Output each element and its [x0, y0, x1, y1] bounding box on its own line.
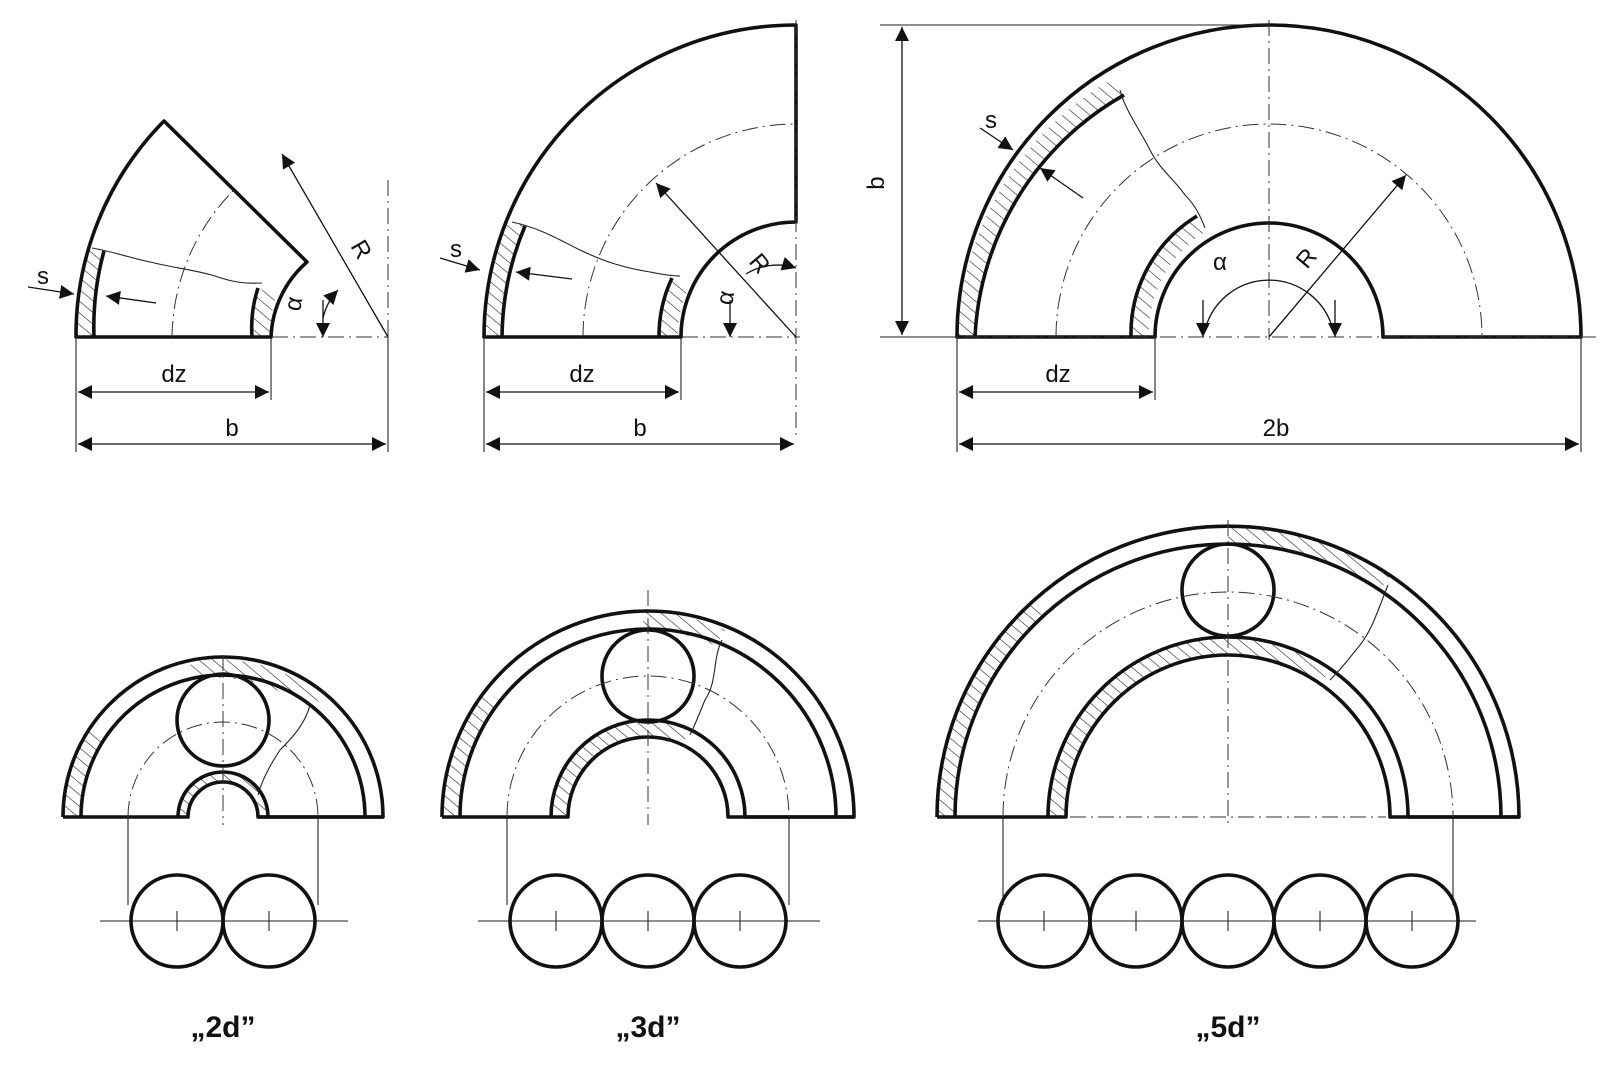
- label-dz: dz: [569, 361, 594, 388]
- label-R: R: [1291, 243, 1323, 274]
- label-2b: 2b: [1263, 415, 1290, 442]
- variant-label-3d: „3d”: [615, 1011, 680, 1044]
- label-alpha: α: [1213, 249, 1227, 276]
- label-R: R: [743, 249, 775, 280]
- label-s: s: [37, 263, 49, 290]
- bend-45-drawing: s dz b R α: [27, 119, 389, 452]
- label-b: b: [633, 415, 646, 442]
- label-dz: dz: [161, 361, 186, 388]
- variant-label-5d: „5d”: [1195, 1011, 1260, 1044]
- label-dz: dz: [1045, 361, 1070, 388]
- wall-section-outer: [957, 78, 1124, 337]
- label-R: R: [345, 236, 377, 265]
- label-alpha: α: [279, 295, 308, 313]
- label-s: s: [450, 236, 462, 263]
- label-b: b: [225, 415, 238, 442]
- bend-5d-drawing: „5d”: [935, 520, 1521, 1044]
- wall-section-inner: [1130, 216, 1205, 337]
- bend-3d-drawing: „3d”: [440, 590, 856, 1044]
- variant-label-2d: „2d”: [190, 1011, 255, 1044]
- wall-section-inner: [251, 288, 276, 337]
- bend-180-drawing: s b dz 2b R α: [863, 20, 1600, 452]
- label-s: s: [985, 107, 997, 134]
- bend-90-drawing: s dz b R α: [439, 20, 800, 452]
- label-alpha: α: [711, 289, 740, 307]
- bend-2d-drawing: „2d”: [61, 655, 385, 1044]
- label-b: b: [863, 176, 890, 189]
